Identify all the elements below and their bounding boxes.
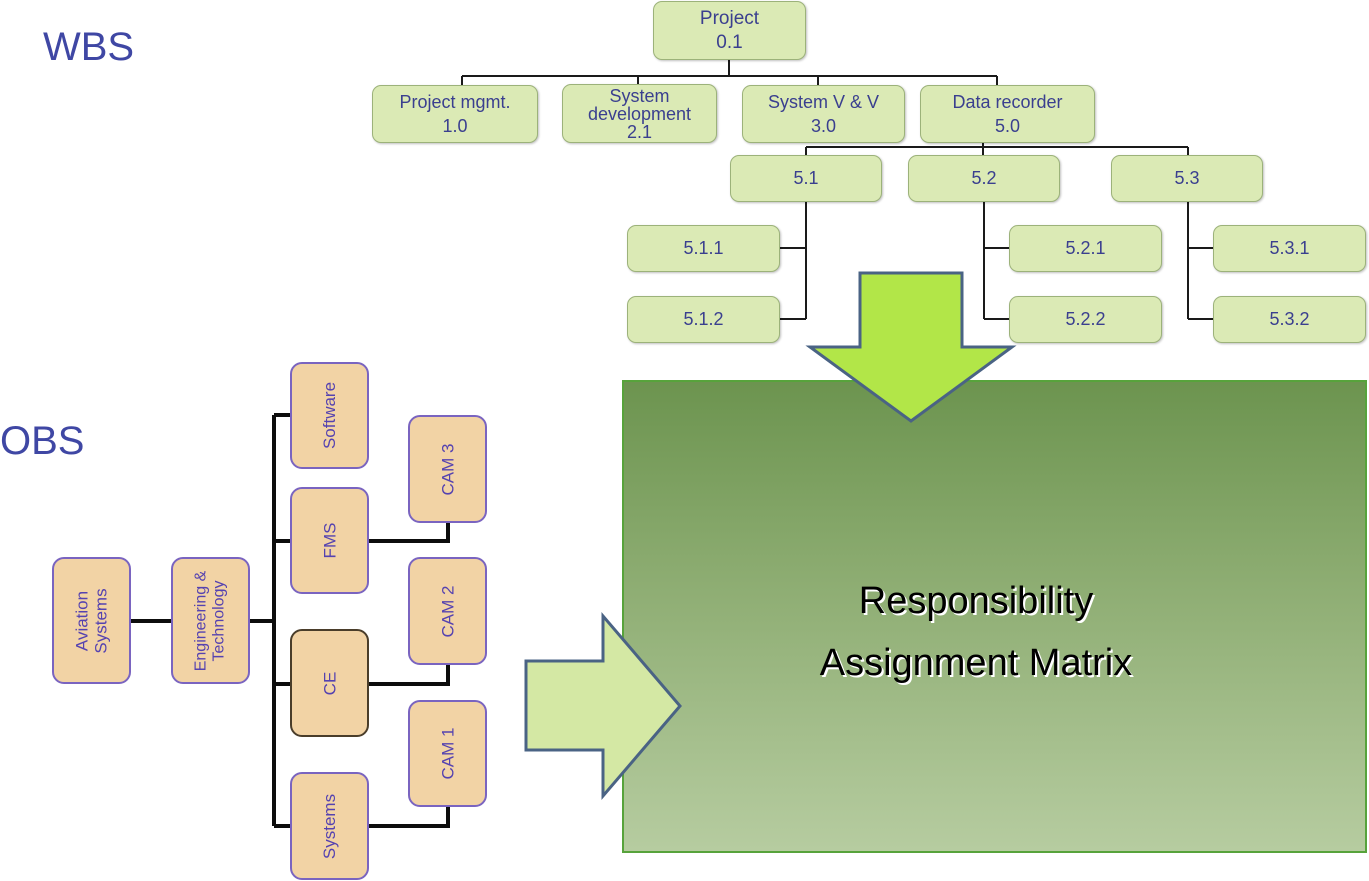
right-arrow <box>524 611 682 801</box>
obs-node-cam-3[interactable]: CAM 3 <box>408 415 487 523</box>
obs-label-line2: Technology <box>210 580 228 661</box>
obs-node-cam-2[interactable]: CAM 2 <box>408 557 487 665</box>
obs-title: OBS <box>0 419 85 463</box>
obs-node-aviation-systems[interactable]: Aviation Systems <box>52 557 131 684</box>
obs-node-label: FMS <box>320 523 339 559</box>
wbs-node-5-2-2[interactable]: 5.2.2 <box>1009 296 1162 343</box>
wbs-node-code: 1.0 <box>442 116 468 136</box>
obs-node-label: Software <box>320 382 339 449</box>
wbs-title: WBS <box>43 25 135 69</box>
wbs-node-code: 5.2 <box>971 168 997 188</box>
wbs-node-code: 5.1 <box>793 168 819 188</box>
obs-label: CAM 3 <box>438 443 457 495</box>
wbs-node-code: 5.2.2 <box>1065 309 1106 329</box>
wbs-connectors <box>461 60 1213 320</box>
obs-label: Systems <box>320 793 339 859</box>
matrix-label: Responsibility Assignment Matrix <box>622 380 1330 853</box>
obs-node-label: CE <box>320 671 339 695</box>
obs-label-line2: Systems <box>91 587 111 654</box>
wbs-node-5-2-1[interactable]: 5.2.1 <box>1009 225 1162 272</box>
wbs-node-code: 3.0 <box>810 116 837 136</box>
obs-node-label: Aviation Systems <box>73 588 111 653</box>
wbs-node-5-1[interactable]: 5.1 <box>730 155 882 202</box>
obs-node-ce[interactable]: CE <box>290 629 369 737</box>
wbs-node-code: 5.2.1 <box>1065 238 1106 258</box>
wbs-node-label: Data recorder <box>952 92 1063 112</box>
obs-node-label: Systems <box>320 793 339 858</box>
obs-label: CAM 2 <box>438 585 457 637</box>
down-arrow <box>805 271 1017 423</box>
wbs-node-code: 5.1.1 <box>683 238 724 258</box>
wbs-node-label: Project <box>699 7 760 29</box>
obs-label: Software <box>320 381 339 450</box>
obs-label: CAM 1 <box>438 727 457 780</box>
obs-node-label: CAM 3 <box>438 443 457 495</box>
wbs-node-5-1-1[interactable]: 5.1.1 <box>627 225 780 272</box>
wbs-node-code: 0.1 <box>716 31 743 53</box>
obs-node-software[interactable]: Software <box>290 362 369 469</box>
wbs-node-code: 5.3.1 <box>1269 238 1310 258</box>
obs-label-line1: Aviation <box>72 590 92 651</box>
wbs-node-label: System V & V <box>767 92 880 112</box>
wbs-node-code: 2.1 <box>626 121 653 142</box>
wbs-node-code: 5.0 <box>994 116 1021 136</box>
wbs-node-system-vv[interactable]: System V & V 3.0 <box>742 85 905 143</box>
obs-label: CE <box>320 671 339 695</box>
wbs-node-project-mgmt[interactable]: Project mgmt. 1.0 <box>372 85 538 143</box>
wbs-node-code: 5.1.2 <box>683 309 724 329</box>
wbs-node-label: System development <box>587 85 692 124</box>
obs-node-systems[interactable]: Systems <box>290 772 369 880</box>
obs-node-label: CAM 2 <box>438 585 457 637</box>
matrix-label-line1: Responsibility <box>858 579 1094 622</box>
wbs-node-5-3-2[interactable]: 5.3.2 <box>1213 296 1366 343</box>
wbs-node-project[interactable]: Project 0.1 <box>653 1 806 60</box>
wbs-node-5-1-2[interactable]: 5.1.2 <box>627 296 780 343</box>
obs-connectors <box>130 413 450 828</box>
wbs-node-system-development[interactable]: System development 2.1 <box>562 84 717 143</box>
obs-label-line1: Engineering & <box>192 570 210 671</box>
obs-node-label: Engineering & Technology <box>193 570 229 671</box>
obs-node-engineering-technology[interactable]: Engineering & Technology <box>171 557 250 684</box>
wbs-node-code: 5.3 <box>1174 168 1200 188</box>
obs-node-cam-1[interactable]: CAM 1 <box>408 700 487 807</box>
wbs-node-5-2[interactable]: 5.2 <box>908 155 1060 202</box>
obs-node-fms[interactable]: FMS <box>290 487 369 594</box>
responsibility-assignment-matrix <box>622 380 1367 853</box>
wbs-node-label: Project mgmt. <box>399 92 511 112</box>
matrix-label-line2: Assignment Matrix <box>819 641 1133 684</box>
obs-node-label: CAM 1 <box>438 728 457 780</box>
wbs-node-code: 5.3.2 <box>1269 309 1310 329</box>
wbs-node-5-3[interactable]: 5.3 <box>1111 155 1263 202</box>
wbs-node-data-recorder[interactable]: Data recorder 5.0 <box>920 85 1095 143</box>
obs-label: FMS <box>319 522 339 559</box>
wbs-node-5-3-1[interactable]: 5.3.1 <box>1213 225 1366 272</box>
